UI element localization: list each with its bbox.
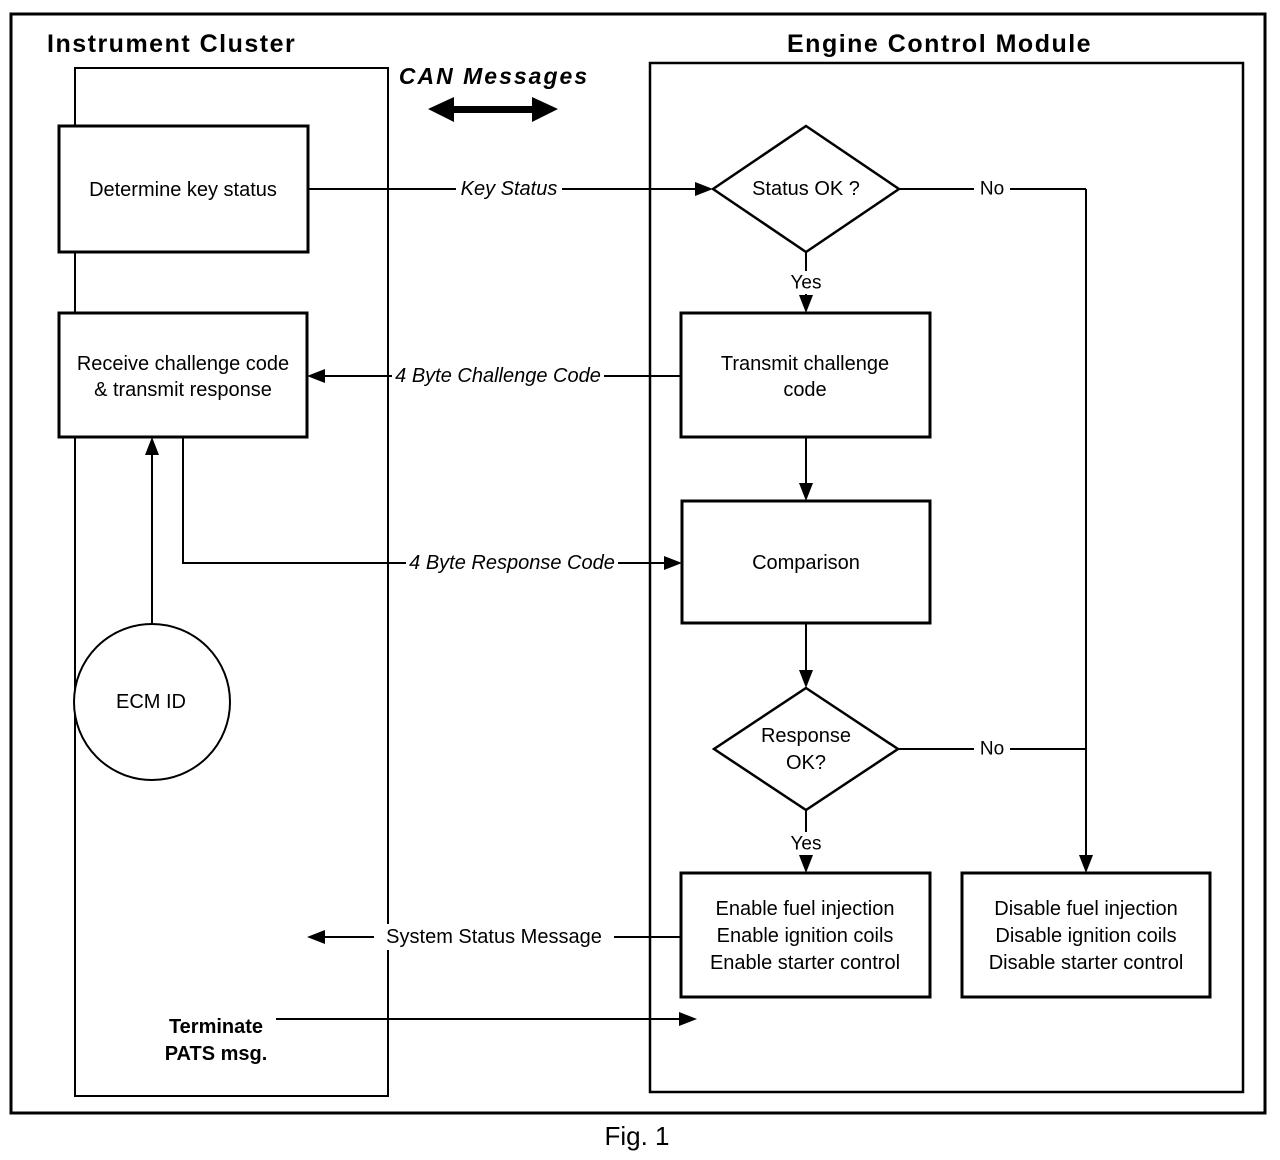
system-status-label-mask — [374, 924, 614, 950]
arrowhead-down-transmit-box — [799, 295, 813, 313]
arrowhead-down-response-diamond — [799, 670, 813, 688]
transmit-challenge-box — [679, 311, 932, 439]
terminate-label-line2: PATS msg. — [165, 1043, 268, 1065]
disable-label-line1: Disable fuel injection — [994, 898, 1177, 920]
status-ok-label: Status OK ? — [752, 178, 860, 200]
disable-box — [960, 871, 1212, 999]
transmit-challenge-label-line1: Transmit challenge — [721, 353, 889, 375]
response-label-mask — [406, 550, 618, 576]
arrowhead-up-receive-box — [145, 437, 159, 455]
arrowhead-down-comparison-box — [799, 483, 813, 501]
can-messages-label: CAN Messages — [399, 63, 589, 89]
yes1-label-mask — [786, 271, 826, 294]
enable-box — [679, 871, 932, 999]
determine-key-status-box — [57, 124, 310, 254]
can-arrow-shaft — [450, 106, 536, 113]
can-arrowhead-left — [428, 97, 454, 122]
no1-label-mask — [974, 177, 1010, 201]
arrowhead-right-status-diamond — [695, 182, 713, 196]
arrowhead-right-terminate — [679, 1012, 697, 1026]
arrowhead-down-enable-box — [799, 855, 813, 873]
ecm-id-label: ECM ID — [116, 691, 186, 713]
instrument-cluster-title: Instrument Cluster — [47, 30, 296, 58]
challenge-label-mask — [392, 363, 604, 389]
comparison-label: Comparison — [752, 552, 860, 574]
ecm-id-circle — [73, 623, 231, 781]
yes2-label-mask — [786, 832, 826, 855]
receive-challenge-label-line1: Receive challenge code — [77, 353, 289, 375]
enable-label-line1: Enable fuel injection — [715, 898, 894, 920]
response-ok-label-line2: OK? — [786, 752, 826, 774]
key-status-edge-label: Key Status — [461, 178, 558, 200]
comparison-box — [680, 499, 932, 625]
arrowhead-left-receive-box — [307, 369, 325, 383]
engine-control-module-title: Engine Control Module — [787, 30, 1092, 58]
transmit-challenge-label-line2: code — [783, 379, 826, 401]
response-yes-label: Yes — [791, 834, 822, 855]
response-code-edge-label: 4 Byte Response Code — [409, 552, 615, 574]
disable-label-line3: Disable starter control — [989, 952, 1184, 974]
can-double-arrow — [428, 97, 558, 122]
terminate-label-line1: Terminate — [169, 1016, 263, 1038]
status-ok-diamond — [710, 124, 902, 254]
determine-key-status-label: Determine key status — [89, 179, 277, 201]
enable-label-line2: Enable ignition coils — [717, 925, 894, 947]
arrowhead-left-system-status — [307, 930, 325, 944]
key-status-label-mask — [456, 176, 562, 202]
status-no-label: No — [980, 179, 1004, 200]
receive-challenge-box — [57, 311, 309, 439]
no2-label-mask — [974, 737, 1010, 761]
arrowhead-down-disable-box — [1079, 855, 1093, 873]
receive-challenge-label-line2: & transmit response — [94, 379, 272, 401]
status-yes-label: Yes — [791, 273, 822, 294]
response-ok-diamond — [711, 686, 901, 812]
disable-label-line2: Disable ignition coils — [995, 925, 1176, 947]
arrowhead-right-comparison-box — [664, 556, 682, 570]
enable-label-line3: Enable starter control — [710, 952, 900, 974]
response-no-label: No — [980, 739, 1004, 760]
can-arrowhead-right — [532, 97, 558, 122]
figure-caption: Fig. 1 — [604, 1121, 669, 1151]
system-status-edge-label: System Status Message — [386, 926, 602, 948]
response-ok-label-line1: Response — [761, 725, 851, 747]
challenge-code-edge-label: 4 Byte Challenge Code — [395, 365, 601, 387]
